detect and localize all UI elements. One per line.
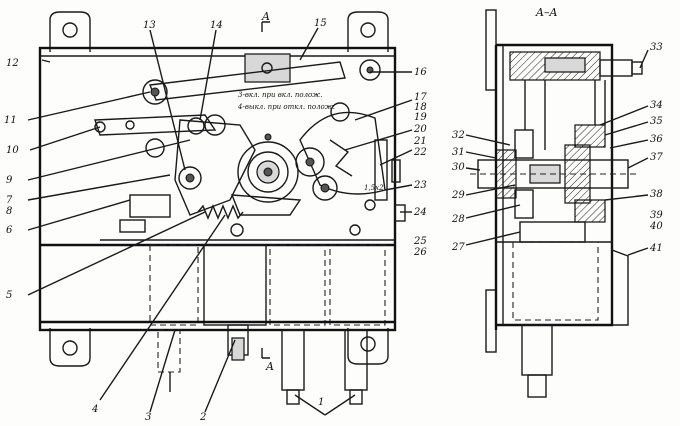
label-37: 37 — [650, 152, 663, 163]
left-lever — [94, 114, 217, 136]
spring — [197, 204, 244, 220]
plate-top — [485, 9, 497, 91]
label-26: 26 — [413, 247, 427, 258]
section-mark-bottom: A — [265, 360, 274, 373]
note-2: 4-выкл. при откл. полож. — [237, 103, 335, 111]
label-32: 32 — [452, 130, 465, 141]
note-1: 3-вкл. при вкл. полож. — [238, 91, 322, 99]
leader-lines — [27, 27, 413, 416]
label-36: 36 — [650, 134, 663, 145]
label-41: 41 — [649, 243, 663, 254]
coil-3 — [269, 244, 326, 326]
housing — [38, 46, 397, 332]
label-23: 23 — [413, 180, 427, 191]
coil-2 — [203, 244, 267, 326]
label-12: 12 — [6, 58, 19, 69]
label-14: 14 — [210, 20, 223, 31]
label-7: 7 — [6, 195, 13, 206]
label-6: 6 — [6, 225, 13, 236]
label-24: 24 — [413, 207, 427, 218]
label-33: 33 — [650, 42, 663, 53]
label-11: 11 — [4, 115, 17, 126]
label-15: 15 — [314, 18, 327, 29]
label-4: 4 — [91, 404, 98, 415]
front-view — [27, 11, 413, 416]
mounting-ear-bottom-right — [347, 328, 389, 365]
label-3: 3 — [145, 412, 151, 423]
label-8: 8 — [6, 206, 12, 217]
label-27: 27 — [451, 242, 465, 253]
terminal-3 — [281, 329, 305, 405]
label-5: 5 — [6, 290, 12, 301]
label-38: 38 — [650, 189, 663, 200]
mounting-ear-top-right — [347, 11, 389, 52]
mounting-ear-bottom-left — [49, 328, 91, 367]
top-mount-block — [244, 53, 291, 83]
label-22: 22 — [413, 147, 427, 158]
label-40: 40 — [649, 221, 663, 232]
label-10: 10 — [6, 145, 19, 156]
coil-4 — [329, 244, 386, 326]
coil-1 — [149, 244, 199, 326]
label-16: 16 — [414, 67, 427, 78]
label-18: 18 — [414, 102, 427, 113]
latch-plate — [174, 119, 256, 216]
label-9: 9 — [6, 175, 13, 186]
label-21: 21 — [413, 136, 427, 147]
label-39: 39 — [650, 210, 663, 221]
main-cam — [237, 133, 299, 203]
section-mark-top: A — [261, 10, 270, 23]
sector-plate — [299, 111, 386, 195]
note-3: 1,5x2 — [364, 184, 384, 192]
main-shaft — [477, 159, 629, 189]
label-13: 13 — [143, 20, 156, 31]
label-34: 34 — [650, 100, 663, 111]
label-17: 17 — [414, 92, 427, 103]
label-1: 1 — [318, 397, 324, 408]
section-coil — [512, 241, 599, 321]
label-31: 31 — [452, 147, 465, 158]
label-35: 35 — [650, 116, 663, 127]
section-view — [465, 9, 649, 398]
label-28: 28 — [451, 214, 465, 225]
terminal-1 — [157, 329, 181, 392]
label-25: 25 — [413, 236, 427, 247]
section-housing — [496, 43, 614, 327]
plate-bottom — [485, 289, 497, 353]
mounting-ear-top-left — [49, 11, 91, 52]
annotations: A A A–A 3-вкл. при вкл. полож. 4-выкл. п… — [4, 6, 663, 423]
label-30: 30 — [452, 162, 465, 173]
section-title: A–A — [535, 6, 557, 19]
label-2: 2 — [199, 412, 206, 423]
terminal-4 — [344, 329, 368, 405]
section-leaders — [465, 49, 649, 256]
label-19: 19 — [414, 112, 427, 123]
label-29: 29 — [451, 190, 465, 201]
label-20: 20 — [413, 124, 427, 135]
